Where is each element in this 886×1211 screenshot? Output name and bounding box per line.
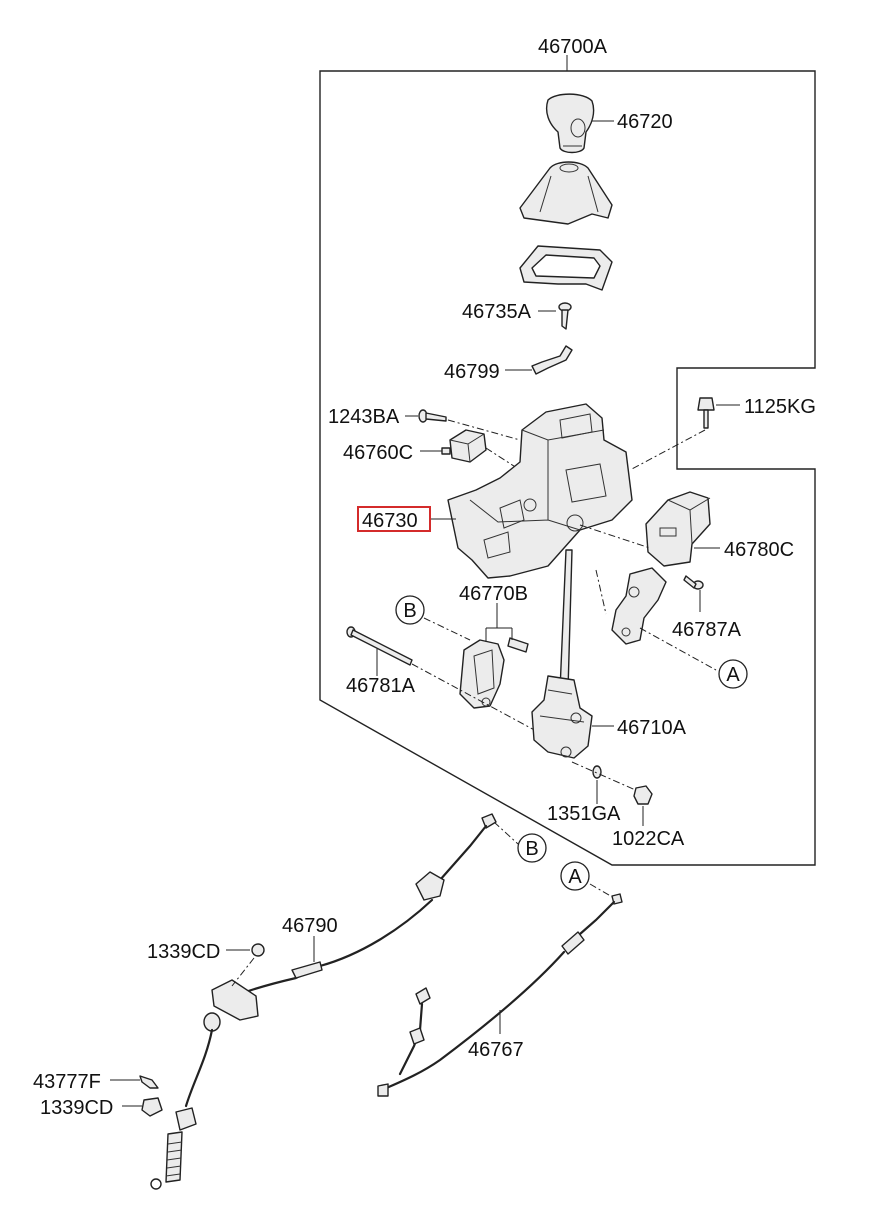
- label-46767: 46767: [468, 1039, 524, 1061]
- grommet-1339CD-upper[interactable]: [251, 943, 265, 957]
- dash-b-upper: [423, 617, 471, 641]
- ref-a-upper: [718, 659, 748, 689]
- label-1339CD-upper: 1339CD: [147, 941, 220, 963]
- label-1022CA: 1022CA: [612, 828, 685, 850]
- shift-lever-bracket-46730[interactable]: [447, 403, 633, 579]
- label-46770B: 46770B: [459, 583, 528, 605]
- washer-1351GA[interactable]: [592, 765, 602, 779]
- dash-1243BA: [447, 419, 521, 441]
- label-46735A: 46735A: [462, 301, 532, 323]
- dash-1125KG: [629, 429, 706, 471]
- label-46790: 46790: [282, 915, 338, 937]
- label-1125KG: 1125KG: [744, 396, 816, 418]
- clip-46770B[interactable]: [507, 637, 529, 653]
- label-1243BA: 1243BA: [328, 406, 400, 428]
- label-1351GA: 1351GA: [547, 803, 621, 825]
- ref-b-lower-text: B: [525, 838, 538, 860]
- ref-a-lower: [560, 861, 590, 891]
- dash-a-lower: [589, 883, 615, 899]
- pin-46781A[interactable]: [346, 626, 413, 666]
- ref-b-upper: [395, 595, 425, 625]
- label-46787A: 46787A: [672, 619, 742, 641]
- label-46760C: 46760C: [343, 442, 413, 464]
- switch-46760C[interactable]: [441, 429, 487, 463]
- solenoid-46780C[interactable]: [645, 491, 711, 567]
- ref-b-lower: [517, 833, 547, 863]
- bracket-46770B[interactable]: [459, 639, 505, 709]
- dash-1339CD-upper: [231, 957, 255, 987]
- label-43777F: 43777F: [33, 1071, 101, 1093]
- shift-knob[interactable]: [545, 93, 595, 154]
- bracket-46799[interactable]: [531, 345, 573, 375]
- highlight-46730: [357, 506, 431, 532]
- shift-boot[interactable]: [519, 161, 613, 225]
- nut-1022CA[interactable]: [633, 785, 653, 805]
- dash-46780C: [579, 524, 651, 549]
- grommet-1339CD-lower[interactable]: [141, 1097, 163, 1117]
- dash-46781A: [411, 663, 539, 733]
- lever-46710A[interactable]: [531, 549, 593, 759]
- screw-46787A[interactable]: [683, 575, 704, 590]
- ref-a-lower-text: A: [568, 866, 582, 888]
- lever-46787A[interactable]: [611, 567, 667, 645]
- label-46720: 46720: [617, 111, 673, 133]
- label-1339CD-lower: 1339CD: [40, 1097, 113, 1119]
- label-46700A: 46700A: [538, 36, 608, 58]
- leader-46770B: [485, 603, 513, 642]
- label-46710A: 46710A: [617, 717, 687, 739]
- shift-bezel[interactable]: [519, 245, 613, 291]
- assembly-frame: [319, 70, 816, 866]
- shift-cable-46790[interactable]: [150, 813, 497, 1190]
- clip-43777F[interactable]: [139, 1075, 159, 1089]
- ref-a-upper-text: A: [726, 664, 740, 686]
- label-46781A: 46781A: [346, 675, 416, 697]
- label-46730: 46730: [362, 510, 418, 532]
- label-46780C: 46780C: [724, 539, 794, 561]
- bolt-1125KG[interactable]: [697, 397, 715, 429]
- dash-46787A: [595, 569, 607, 615]
- ref-b-upper-text: B: [403, 600, 416, 622]
- label-46799: 46799: [444, 361, 500, 383]
- dash-1351GA: [571, 761, 641, 793]
- screw-46735A[interactable]: [558, 302, 572, 330]
- bolt-1243BA[interactable]: [418, 409, 447, 423]
- interlock-cable-46767[interactable]: [377, 893, 623, 1097]
- dash-b-lower: [493, 821, 519, 845]
